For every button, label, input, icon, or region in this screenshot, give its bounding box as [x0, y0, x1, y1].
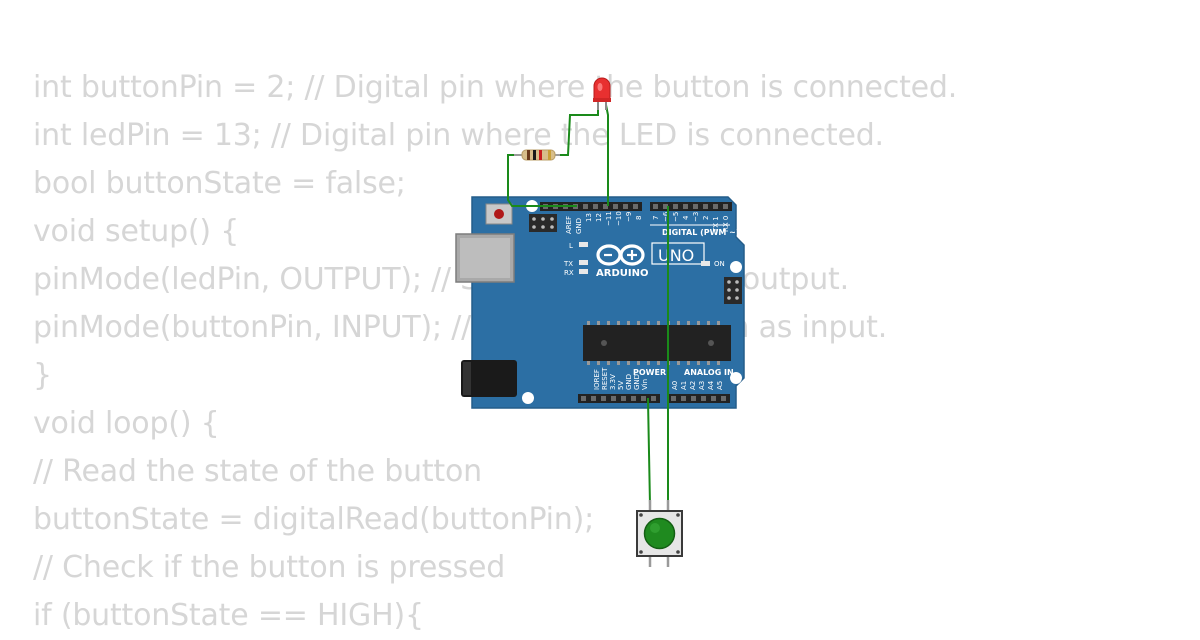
- code-line: if (buttonState == HIGH){: [33, 598, 424, 633]
- model-label: UNO: [658, 246, 694, 265]
- pin-label: 7: [652, 216, 660, 220]
- arduino-logo: [596, 244, 645, 266]
- pin-label-aref: AREF: [565, 216, 573, 234]
- mounting-hole: [522, 392, 534, 404]
- code-line: int buttonPin = 2; // Digital pin where …: [33, 70, 958, 105]
- pin-label: ~10: [615, 211, 623, 226]
- power-section-label: POWER: [633, 368, 666, 377]
- code-line: bool buttonState = false;: [33, 166, 406, 201]
- rx-led-label: RX: [564, 269, 574, 277]
- pin-label: 13: [585, 213, 593, 222]
- icsp-header-right: [724, 277, 742, 304]
- code-line: int ledPin = 13; // Digital pin where th…: [33, 118, 884, 153]
- icsp-header: [529, 214, 557, 232]
- pin-label: ~6: [662, 211, 670, 222]
- model-label-box: [651, 242, 705, 265]
- pin-label: ~3: [692, 212, 700, 222]
- code-line: buttonState = digitalRead(buttonPin);: [33, 502, 595, 537]
- analog-section-label: ANALOG IN: [684, 368, 734, 377]
- pin-label: GND: [633, 374, 641, 390]
- pin-label: A1: [680, 381, 688, 390]
- pin-label: ~9: [625, 212, 633, 222]
- l-led: [579, 242, 588, 247]
- red-led[interactable]: [593, 77, 611, 110]
- code-line: // Read the state of the button: [33, 454, 482, 489]
- pin-label: A4: [707, 380, 715, 390]
- rx-led: [579, 269, 588, 274]
- digital-header-right: [650, 202, 732, 211]
- mounting-hole: [730, 261, 742, 273]
- analog-header: [668, 394, 730, 403]
- tx-led-label: TX: [563, 260, 573, 268]
- power-header: [578, 394, 660, 403]
- pin-label: IOREF: [593, 369, 601, 390]
- pin-label: 12: [595, 213, 603, 222]
- l-led-label: L: [569, 242, 573, 250]
- wire-gnd-to-resistor[interactable]: [507, 154, 577, 207]
- microcontroller-chip: [583, 321, 731, 365]
- wire-led-to-pin13[interactable]: [605, 104, 609, 206]
- pin-label-gnd: GND: [575, 218, 583, 234]
- pin-label: Vin: [641, 379, 649, 390]
- pin-label: GND: [625, 374, 633, 390]
- pin-label: ~5: [672, 212, 680, 222]
- digital-header-left: [540, 202, 642, 211]
- pin-label: A3: [698, 381, 706, 390]
- pin-label: 2: [702, 216, 710, 220]
- power-jack: [461, 360, 517, 397]
- wire-5v-to-button[interactable]: [647, 398, 651, 506]
- pin-label: A0: [671, 381, 679, 390]
- digital-section-label: DIGITAL (PWM ~): [662, 228, 740, 237]
- code-line: void setup() {: [33, 214, 240, 249]
- pin-label: 3.3V: [609, 374, 617, 390]
- pin-label: 5V: [617, 381, 625, 390]
- on-led-label: ON: [714, 260, 725, 268]
- wire-resistor-to-led[interactable]: [556, 105, 599, 156]
- pushbutton[interactable]: [636, 500, 683, 567]
- pin-label: 4: [682, 215, 690, 220]
- brand-label: ARDUINO: [596, 268, 648, 279]
- on-led: [701, 261, 710, 266]
- resistor[interactable]: [514, 149, 560, 161]
- tx-led: [579, 260, 588, 265]
- mounting-hole: [730, 372, 742, 384]
- code-line: // Check if the button is pressed: [33, 550, 506, 585]
- pin-label: A5: [716, 381, 724, 390]
- pin-label: RESET: [601, 367, 609, 390]
- pin-label: A2: [689, 381, 697, 390]
- pushbutton-cap: [643, 517, 676, 550]
- reset-button-cap: [494, 209, 504, 219]
- code-line: void loop() {: [33, 406, 220, 441]
- pin-label: 8: [635, 216, 643, 220]
- code-line: }: [33, 358, 52, 393]
- pin-label: RX 0: [722, 216, 730, 232]
- pin-label: ~11: [605, 211, 613, 226]
- arduino-uno-board[interactable]: AREF GND 13 12 ~11 ~10 ~9 8 7 ~6 ~5 4 ~3…: [455, 196, 745, 409]
